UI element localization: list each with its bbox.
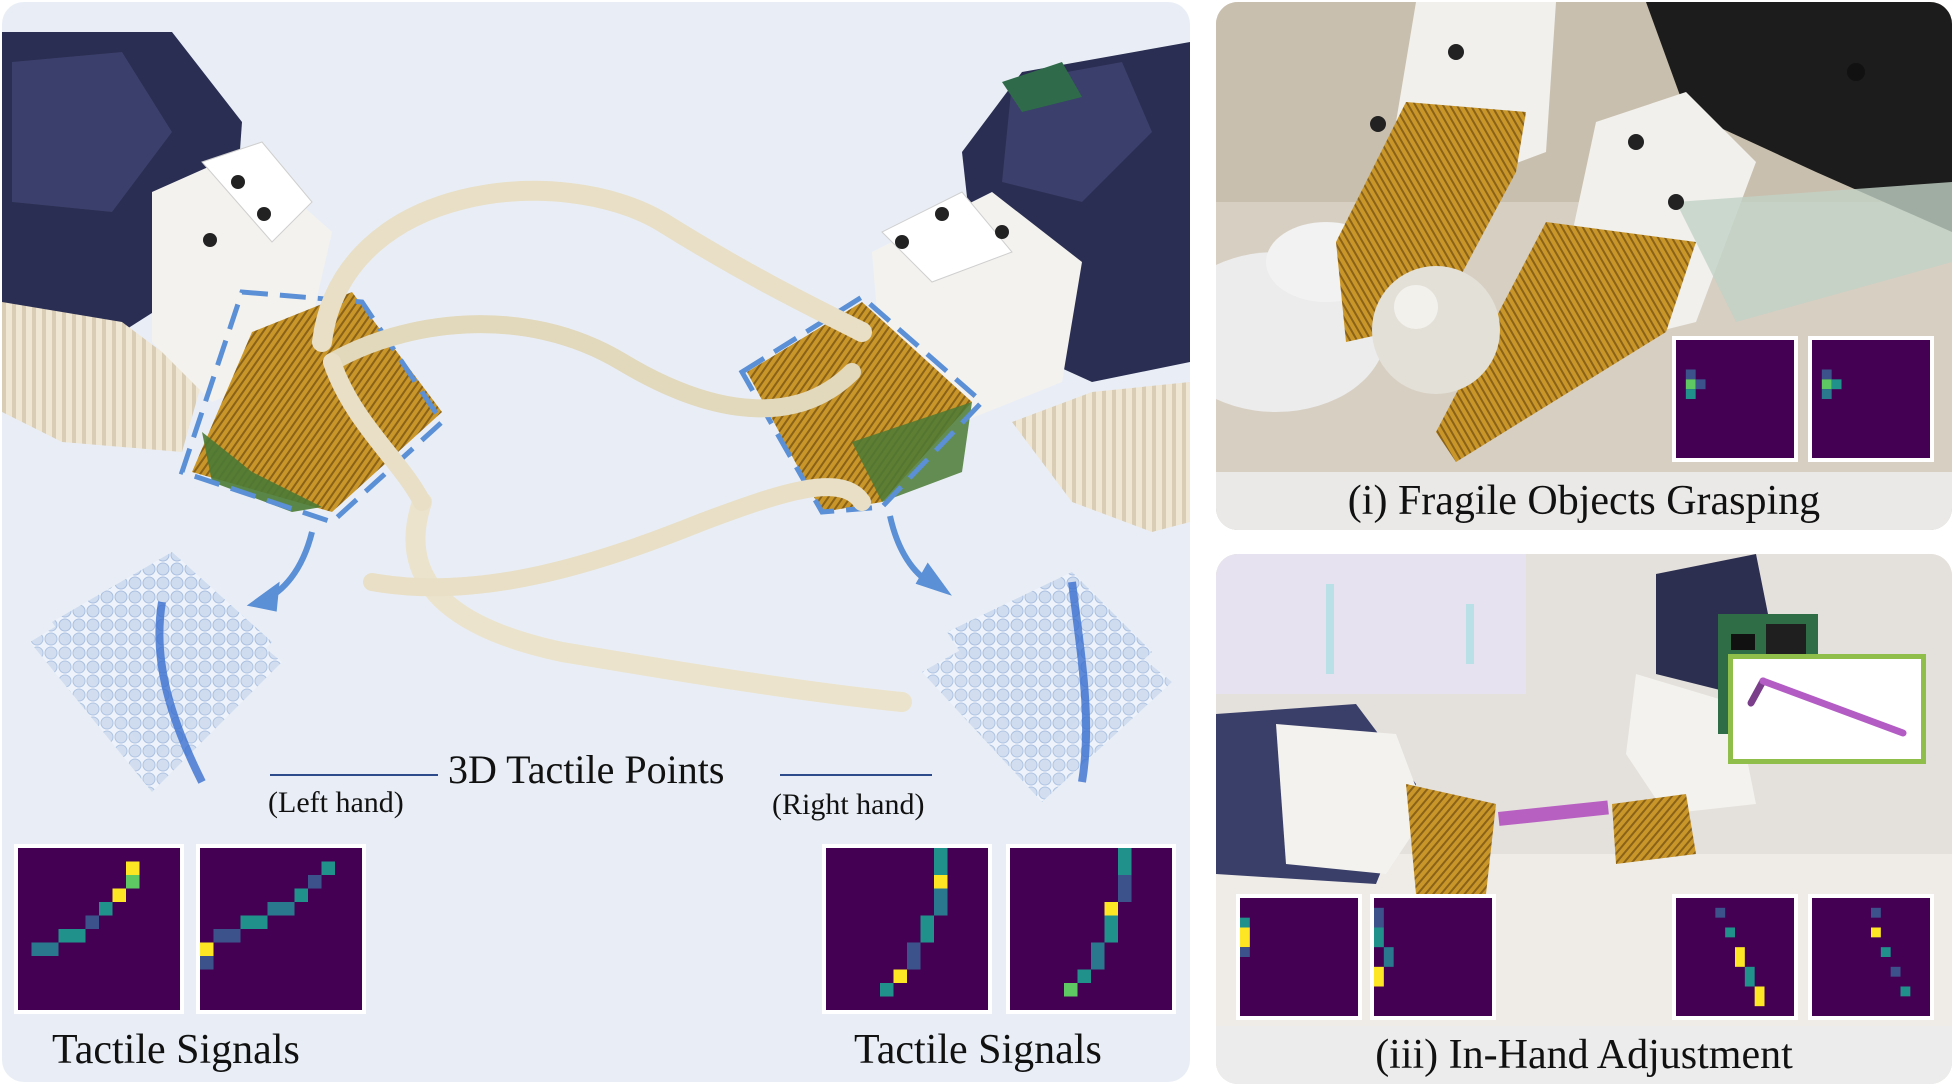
tactile-points-label: 3D Tactile Points <box>448 747 725 792</box>
fragile-grasping-photo <box>1216 2 1952 530</box>
left-tactile-point-cloud <box>30 552 282 792</box>
arrows <box>246 515 952 612</box>
rope <box>312 180 912 712</box>
left-heatmap-2 <box>196 844 366 1014</box>
adjust-heatmap-2 <box>1370 894 1496 1020</box>
main-panel: 3D Tactile Points (Left hand) (Right han… <box>2 2 1190 1082</box>
right-heatmap-2 <box>1006 844 1176 1014</box>
left-heatmap-1 <box>14 844 184 1014</box>
hex-key-image <box>1747 677 1907 737</box>
right-tactile-signals-label: Tactile Signals <box>854 1027 1102 1073</box>
left-hand-label: (Left hand) <box>268 786 404 819</box>
left-tactile-signals-label: Tactile Signals <box>52 1027 300 1073</box>
adjust-heatmap-4 <box>1808 894 1934 1020</box>
right-robot-hand <box>738 42 1190 532</box>
bimanual-rope-photo <box>2 32 1190 802</box>
adjust-heatmap-1 <box>1236 894 1362 1020</box>
right-heatmap-1 <box>822 844 992 1014</box>
fragile-grasping-panel: (i) Fragile Objects Grasping <box>1216 2 1952 530</box>
in-hand-adjustment-panel: (iii) In-Hand Adjustment <box>1216 554 1952 1084</box>
in-hand-adjustment-caption: (iii) In-Hand Adjustment <box>1216 1026 1952 1084</box>
fragile-grasping-caption: (i) Fragile Objects Grasping <box>1216 472 1952 530</box>
right-hand-label: (Right hand) <box>772 788 925 821</box>
fragile-heatmap-1 <box>1672 336 1798 462</box>
hex-key-inset <box>1728 654 1926 764</box>
fragile-heatmap-2 <box>1808 336 1934 462</box>
right-tactile-point-cloud <box>922 572 1172 802</box>
adjust-heatmap-3 <box>1672 894 1798 1020</box>
